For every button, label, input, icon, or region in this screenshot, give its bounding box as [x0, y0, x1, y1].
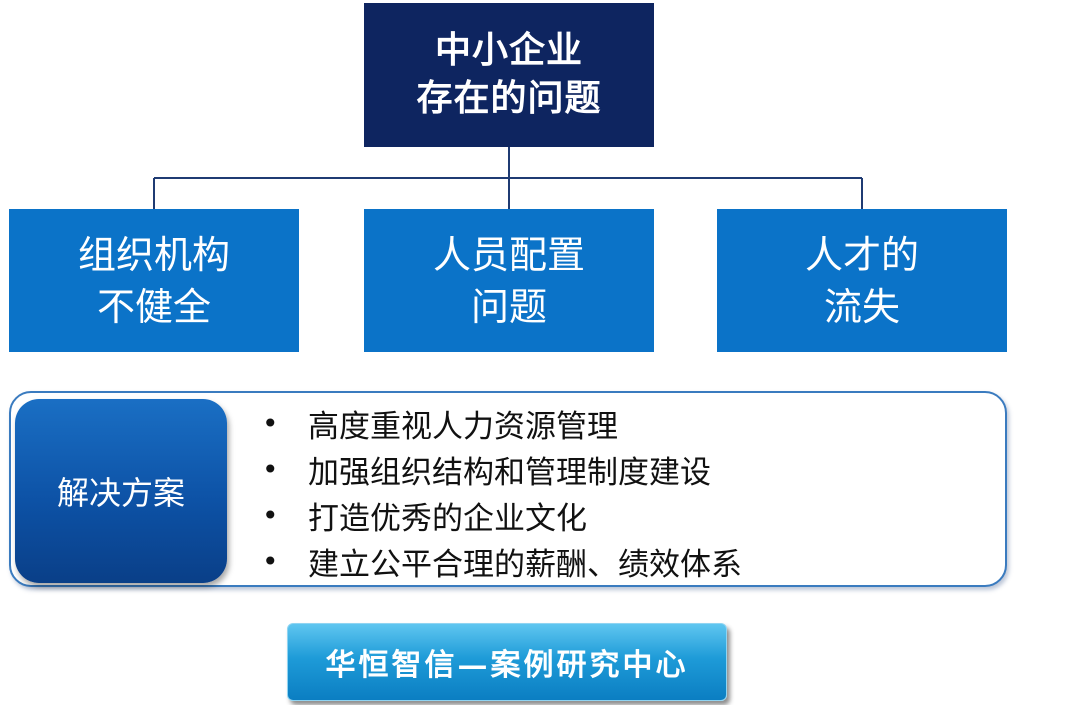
- solution-list-item: • 高度重视人力资源管理: [262, 400, 742, 446]
- issue-node-line2: 不健全: [96, 284, 211, 329]
- root-node-line2: 存在的问题: [416, 78, 602, 119]
- issue-node-line2: 问题: [470, 284, 547, 329]
- issue-node-staffing: 人员配置 问题: [364, 209, 654, 352]
- solution-item-text: 打造优秀的企业文化: [308, 500, 587, 537]
- issue-node-line2: 流失: [823, 284, 900, 329]
- root-node-line1: 中小企业: [434, 30, 583, 71]
- issue-node-talent-loss: 人才的 流失: [717, 209, 1007, 352]
- bullet-icon: •: [262, 498, 279, 532]
- solution-item-text: 加强组织结构和管理制度建设: [308, 454, 711, 491]
- issue-node-line1: 人员配置: [432, 232, 585, 277]
- solution-list: • 高度重视人力资源管理 • 加强组织结构和管理制度建设 • 打造优秀的企业文化…: [262, 400, 742, 584]
- bullet-icon: •: [262, 544, 279, 578]
- solution-label: 解决方案: [15, 399, 227, 583]
- bullet-icon: •: [262, 406, 279, 440]
- solution-list-item: • 打造优秀的企业文化: [262, 492, 742, 538]
- bullet-icon: •: [262, 452, 279, 486]
- footer-banner: 华恒智信—案例研究中心: [287, 623, 727, 701]
- issue-node-line1: 组织机构: [77, 232, 230, 277]
- solution-list-item: • 建立公平合理的薪酬、绩效体系: [262, 538, 742, 584]
- issue-node-line1: 人才的: [804, 232, 919, 277]
- root-node: 中小企业 存在的问题: [364, 3, 654, 147]
- solution-item-text: 高度重视人力资源管理: [308, 408, 618, 445]
- solution-list-item: • 加强组织结构和管理制度建设: [262, 446, 742, 492]
- issue-node-organization: 组织机构 不健全: [9, 209, 299, 352]
- solution-item-text: 建立公平合理的薪酬、绩效体系: [308, 546, 742, 583]
